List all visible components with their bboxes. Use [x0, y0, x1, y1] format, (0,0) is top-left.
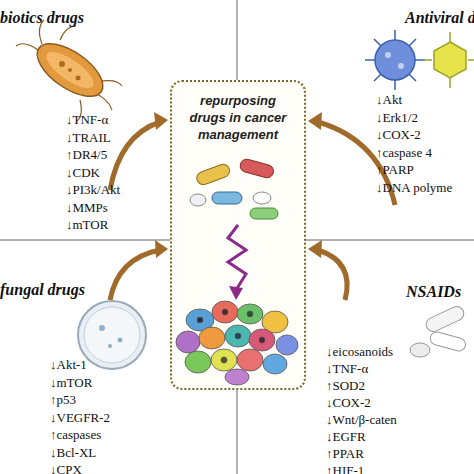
capsules	[190, 158, 278, 219]
target-item: ↓CDK	[66, 165, 100, 180]
category-heading: Antiviral drug	[405, 9, 474, 27]
target-item: ↓eicosanoids	[326, 344, 393, 359]
category-heading: NSAIDs	[406, 283, 461, 301]
pills-illustration	[410, 304, 467, 357]
target-item: ↓DNA polyme	[376, 180, 452, 195]
target-item: ↓COX-2	[376, 127, 421, 142]
target-item: ↑p53	[50, 392, 76, 407]
target-item: ↓MMPs	[66, 200, 108, 215]
target-item: ↓CPX	[50, 462, 82, 474]
arrow-head	[229, 286, 243, 300]
dotted-frame: repurposing drugs in cancer management	[170, 80, 306, 390]
target-item: ↓COX-2	[326, 395, 371, 410]
target-item: ↓Wnt/β-caten	[326, 412, 397, 427]
target-item: ↓TNF-α	[326, 361, 368, 376]
target-item: ↓PI3k/Akt	[66, 182, 120, 197]
category-heading: fungal drugs	[0, 281, 85, 299]
target-item: ↓Bcl-XL	[50, 445, 96, 460]
target-item: ↑caspases	[50, 427, 101, 442]
target-item: ↑HIF-1	[326, 463, 364, 474]
target-item: ↓TNF-α	[66, 112, 108, 127]
target-item: ↓TRAIL	[66, 130, 111, 145]
zigzag-arrow	[228, 225, 246, 290]
target-item: ↑PARP	[376, 162, 414, 177]
target-item: ↓VEGFR-2	[50, 410, 110, 425]
bacterium-illustration	[16, 20, 122, 122]
petri-dish-illustration	[78, 301, 146, 369]
virus-illustration	[365, 30, 474, 90]
target-item: ↓mTOR	[66, 217, 108, 232]
target-item: ↑PPAR	[326, 446, 364, 461]
target-item: ↓Akt	[376, 92, 402, 107]
target-item: ↑caspase 4	[376, 145, 432, 160]
target-item: ↓mTOR	[50, 375, 92, 390]
category-heading: biotics drugs	[0, 9, 84, 27]
target-item: ↑DR4/5	[66, 147, 107, 162]
target-item: ↑SOD2	[326, 378, 365, 393]
frame-title: repurposing drugs in cancer management	[182, 92, 294, 143]
target-item: ↓EGFR	[326, 429, 366, 444]
cancer-cells	[176, 301, 298, 385]
target-item: ↓Akt-1	[50, 357, 87, 372]
target-item: ↓Erk1/2	[376, 110, 418, 125]
